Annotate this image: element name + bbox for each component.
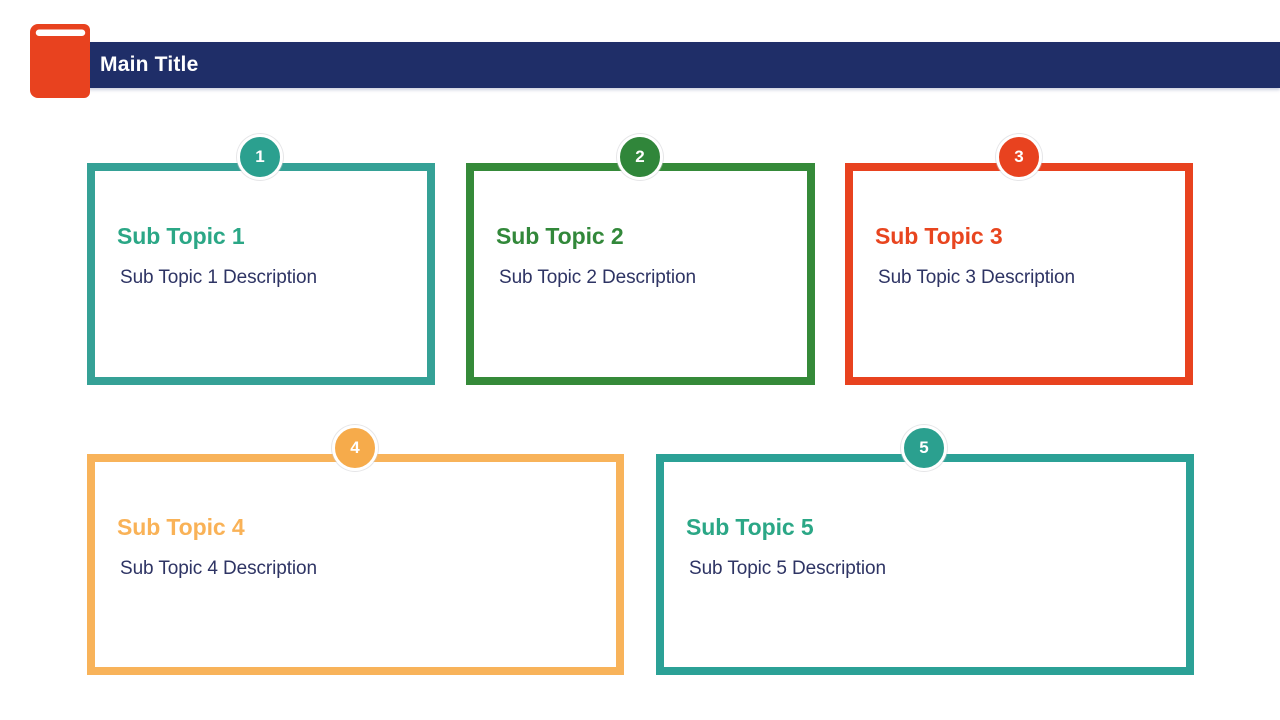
card-number-badge: 4 — [332, 425, 378, 471]
card-number-badge: 5 — [901, 425, 947, 471]
card-description: Sub Topic 1 Description — [120, 267, 317, 288]
topic-card[interactable]: Sub Topic 5 Sub Topic 5 Description — [656, 454, 1194, 675]
book-icon — [28, 22, 90, 100]
card-number-badge: 2 — [617, 134, 663, 180]
card-heading: Sub Topic 4 — [117, 514, 245, 540]
card-body: Sub Topic 3 Sub Topic 3 Description — [853, 171, 1185, 377]
card-description: Sub Topic 3 Description — [878, 267, 1075, 288]
card-number-badge: 1 — [237, 134, 283, 180]
topic-card[interactable]: Sub Topic 2 Sub Topic 2 Description — [466, 163, 815, 385]
page-title: Main Title — [100, 53, 199, 76]
card-description: Sub Topic 4 Description — [120, 558, 317, 579]
card-body: Sub Topic 4 Sub Topic 4 Description — [95, 462, 616, 667]
title-bar: Main Title — [85, 42, 1280, 88]
topic-card[interactable]: Sub Topic 3 Sub Topic 3 Description — [845, 163, 1193, 385]
topic-card[interactable]: Sub Topic 4 Sub Topic 4 Description — [87, 454, 624, 675]
card-description: Sub Topic 2 Description — [499, 267, 696, 288]
card-heading: Sub Topic 1 — [117, 223, 245, 249]
page-header: Main Title — [0, 0, 1280, 110]
card-body: Sub Topic 2 Sub Topic 2 Description — [474, 171, 807, 377]
card-body: Sub Topic 1 Sub Topic 1 Description — [95, 171, 427, 377]
card-heading: Sub Topic 5 — [686, 514, 814, 540]
card-number-badge: 3 — [996, 134, 1042, 180]
card-body: Sub Topic 5 Sub Topic 5 Description — [664, 462, 1186, 667]
card-heading: Sub Topic 3 — [875, 223, 1003, 249]
card-heading: Sub Topic 2 — [496, 223, 624, 249]
card-description: Sub Topic 5 Description — [689, 558, 886, 579]
topic-card[interactable]: Sub Topic 1 Sub Topic 1 Description — [87, 163, 435, 385]
